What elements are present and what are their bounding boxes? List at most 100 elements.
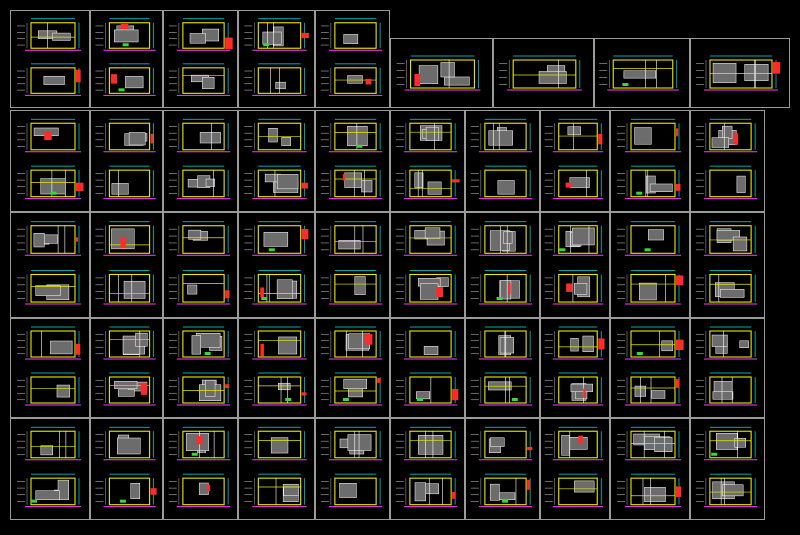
elevation-drawing	[95, 221, 156, 256]
elevation-drawing	[17, 426, 81, 461]
elevation-drawing	[320, 270, 383, 305]
elevation-drawing	[168, 372, 231, 406]
elevation-drawing	[168, 118, 231, 153]
drawing-panel[interactable]	[238, 318, 315, 418]
drawing-panel[interactable]	[10, 110, 90, 212]
drawing-panel[interactable]	[163, 110, 238, 212]
elevation-drawing	[244, 165, 308, 200]
elevation-drawing	[244, 221, 309, 256]
drawing-panel[interactable]	[465, 110, 540, 212]
drawing-panel[interactable]	[690, 110, 765, 212]
drawing-panel[interactable]	[690, 212, 765, 318]
drawing-panel[interactable]	[315, 318, 390, 418]
drawing-panel[interactable]	[10, 318, 90, 418]
drawing-panel[interactable]	[163, 10, 238, 108]
drawing-panel[interactable]	[90, 318, 163, 418]
panel-drawing	[17, 426, 81, 508]
elevation-drawing	[168, 63, 231, 96]
panel-drawing	[395, 326, 459, 406]
drawing-panel[interactable]	[540, 318, 610, 418]
elevation-drawing	[17, 372, 81, 406]
drawing-panel[interactable]	[10, 10, 90, 108]
elevation-drawing	[168, 18, 233, 51]
panel-drawing	[168, 118, 231, 200]
panel-drawing	[695, 118, 758, 200]
elevation-drawing	[470, 426, 533, 461]
panel-drawing	[544, 118, 604, 200]
panel-drawing	[696, 55, 781, 91]
elevation-drawing	[17, 63, 81, 96]
drawing-panel[interactable]	[390, 318, 465, 418]
panel-drawing	[320, 426, 383, 508]
drawing-panel[interactable]	[540, 110, 610, 212]
drawing-panel[interactable]	[238, 10, 315, 108]
elevation-drawing	[168, 165, 231, 200]
drawing-panel[interactable]	[238, 110, 315, 212]
elevation-drawing	[320, 18, 383, 51]
panel-drawing	[244, 18, 309, 96]
panel-drawing	[95, 326, 156, 406]
drawing-panel[interactable]	[315, 418, 390, 520]
drawing-panel[interactable]	[465, 318, 540, 418]
panel-drawing	[470, 326, 533, 406]
elevation-drawing	[470, 473, 533, 508]
panel-drawing	[320, 221, 383, 305]
drawing-panel[interactable]	[390, 418, 465, 520]
drawing-panel[interactable]	[610, 318, 690, 418]
drawing-panel[interactable]	[493, 38, 594, 108]
drawing-panel[interactable]	[540, 418, 610, 520]
drawing-panel[interactable]	[315, 110, 390, 212]
drawing-panel[interactable]	[238, 418, 315, 520]
drawing-panel[interactable]	[390, 110, 465, 212]
drawing-panel[interactable]	[90, 212, 163, 318]
drawing-panel[interactable]	[163, 212, 238, 318]
panel-drawing	[695, 221, 758, 305]
drawing-panel[interactable]	[390, 212, 465, 318]
drawing-panel[interactable]	[465, 212, 540, 318]
elevation-drawing	[470, 326, 533, 360]
drawing-panel[interactable]	[594, 38, 690, 108]
elevation-drawing	[544, 426, 604, 461]
drawing-panel[interactable]	[163, 418, 238, 520]
panel-drawing	[396, 55, 481, 91]
drawing-panel[interactable]	[10, 418, 90, 520]
elevation-drawing	[695, 165, 758, 200]
elevation-drawing	[95, 118, 156, 153]
elevation-drawing	[17, 165, 84, 200]
elevation-drawing	[320, 326, 383, 360]
elevation-drawing	[395, 426, 458, 461]
elevation-drawing	[168, 326, 231, 360]
drawing-panel[interactable]	[315, 10, 390, 108]
elevation-drawing	[168, 270, 231, 305]
drawing-panel[interactable]	[163, 318, 238, 418]
panel-drawing	[17, 118, 84, 200]
panel-drawing	[320, 118, 383, 200]
elevation-drawing	[396, 55, 481, 91]
drawing-panel[interactable]	[690, 318, 765, 418]
drawing-panel[interactable]	[610, 110, 690, 212]
drawing-panel[interactable]	[10, 212, 90, 318]
elevation-drawing	[320, 473, 383, 508]
elevation-drawing	[244, 270, 307, 305]
drawing-panel[interactable]	[690, 38, 790, 108]
elevation-drawing	[617, 473, 682, 508]
drawing-panel[interactable]	[238, 212, 315, 318]
drawing-panel[interactable]	[315, 212, 390, 318]
elevation-drawing	[95, 473, 157, 508]
drawing-panel[interactable]	[465, 418, 540, 520]
elevation-drawing	[544, 270, 604, 305]
drawing-panel[interactable]	[610, 418, 690, 520]
drawing-panel[interactable]	[610, 212, 690, 318]
drawing-panel[interactable]	[90, 110, 163, 212]
drawing-panel[interactable]	[690, 418, 765, 520]
elevation-drawing	[544, 326, 605, 360]
drawing-panel[interactable]	[390, 38, 493, 108]
panel-drawing	[395, 118, 460, 200]
drawing-panel[interactable]	[90, 418, 163, 520]
panel-drawing	[17, 18, 81, 96]
elevation-drawing	[695, 372, 758, 406]
drawing-panel[interactable]	[540, 212, 610, 318]
elevation-drawing	[168, 221, 231, 256]
drawing-panel[interactable]	[90, 10, 163, 108]
